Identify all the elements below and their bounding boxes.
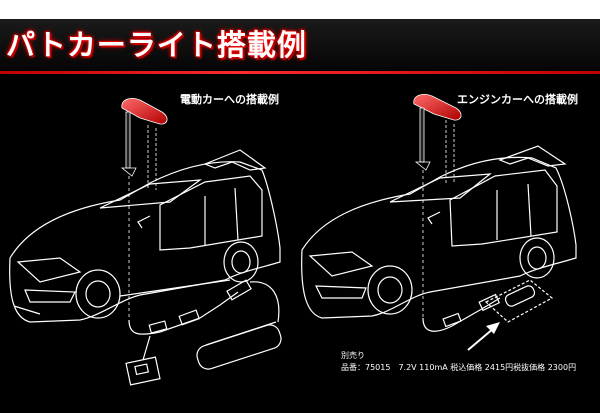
page-title: パトカーライト搭載例 [6, 28, 307, 62]
banner-red-underline [0, 71, 600, 74]
product-price-note: 品番：75015 7.2V 110mA 税込価格 2415円税抜価格 2300円 [341, 363, 577, 372]
engine-lightbar-drawing [413, 94, 462, 318]
engine-wiring-drawing [422, 279, 554, 332]
top-white-strip [0, 0, 600, 19]
separate-sale-note: 別売り [341, 351, 365, 360]
electric-lightbar-drawing [120, 98, 168, 320]
engine-car-caption: エンジンカーへの搭載例 [457, 93, 578, 106]
electric-car-drawing [9, 149, 281, 323]
title-banner [0, 19, 600, 71]
electric-car-caption: 電動カーへの搭載例 [180, 93, 279, 106]
electric-wiring-drawing [125, 279, 282, 386]
engine-car-drawing [301, 145, 577, 319]
installation-illustration [9, 94, 577, 386]
arrow-icon [467, 322, 500, 351]
